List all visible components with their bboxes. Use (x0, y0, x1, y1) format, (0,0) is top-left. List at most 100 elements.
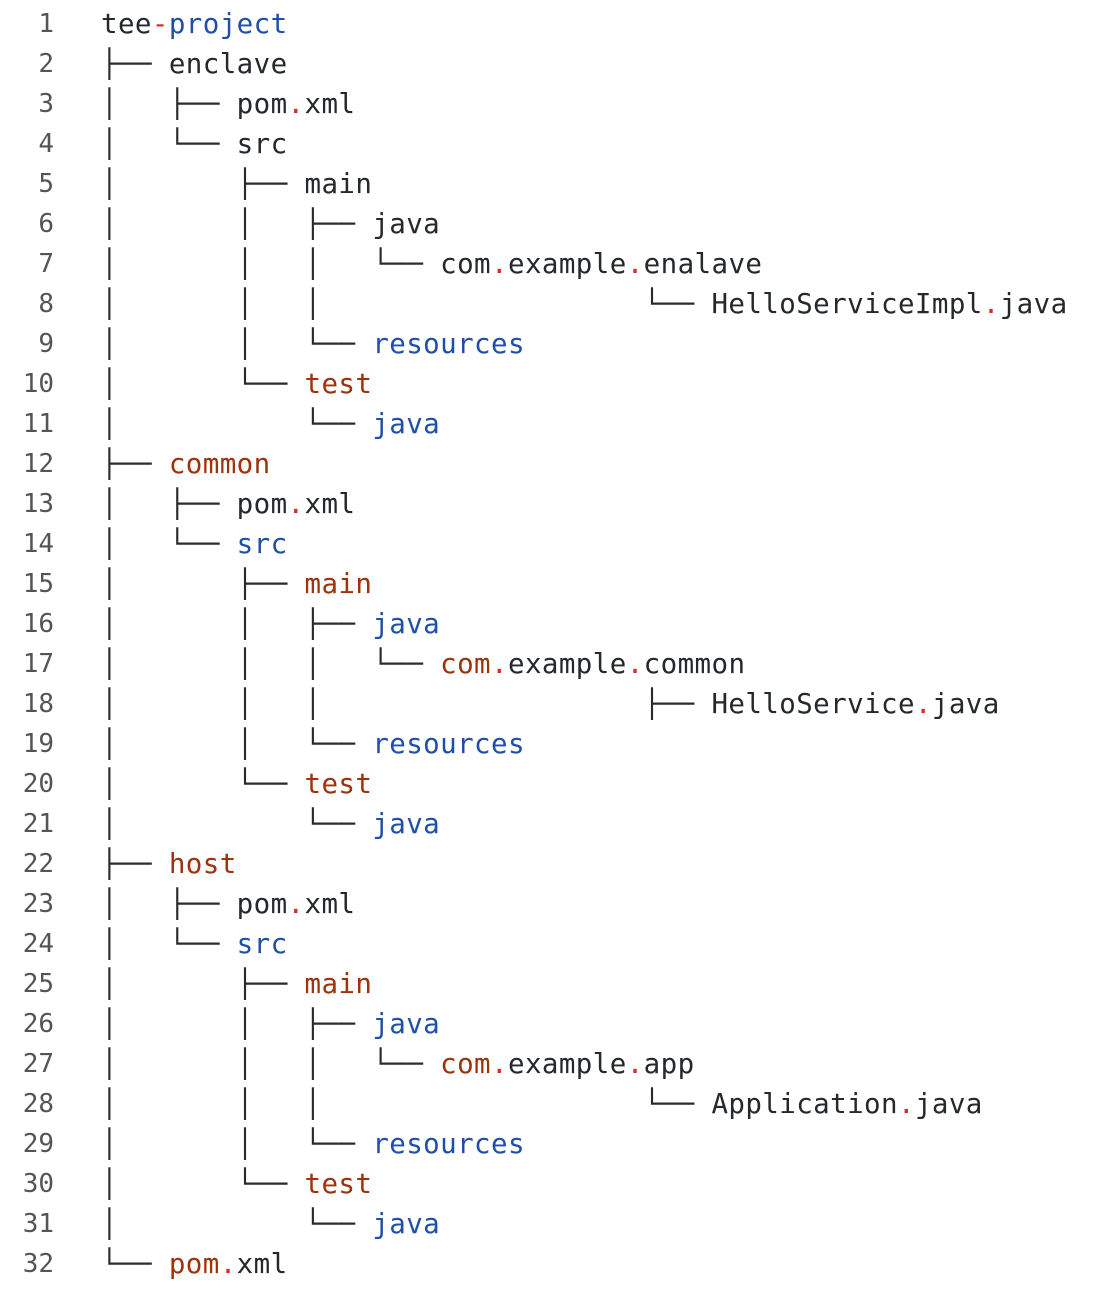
path-token: resources (372, 328, 525, 360)
path-token: java (372, 1008, 441, 1040)
tree-connector: │ ├── (101, 488, 237, 520)
line-number: 24 (22, 929, 54, 959)
path-token: java (372, 608, 441, 640)
line-text: │ └── java (101, 1204, 440, 1244)
line-number: 32 (22, 1249, 54, 1279)
tree-connector: │ │ ├── (101, 208, 373, 240)
path-token: test (304, 1168, 373, 1200)
line-number: 26 (22, 1009, 54, 1039)
code-line: 12├── common (0, 444, 1120, 484)
line-number: 10 (22, 369, 54, 399)
path-token: enalave (643, 248, 763, 280)
code-line: 1 tee-project (0, 4, 1120, 44)
tree-connector: │ └── (101, 128, 237, 160)
path-token: . (287, 488, 305, 520)
path-token: . (287, 88, 305, 120)
line-text: tee-project (101, 4, 288, 44)
path-token: main (304, 968, 373, 1000)
tree-connector: ├── (101, 848, 169, 880)
tree-connector: │ └── (101, 368, 305, 400)
path-token: tee (101, 8, 152, 40)
tree-connector: │ ├── (101, 968, 305, 1000)
path-token: app (643, 1048, 695, 1080)
line-number: 18 (22, 689, 54, 719)
tree-connector: │ └── (101, 1208, 373, 1240)
line-text: │ └── java (101, 404, 440, 444)
code-line: 11│ └── java (0, 404, 1120, 444)
line-text: │ │ │ └── com.example.common (101, 644, 745, 684)
line-number: 6 (38, 209, 54, 239)
line-text: │ ├── pom.xml (101, 484, 355, 524)
tree-connector: │ │ │ └── (101, 288, 712, 320)
path-token: example (507, 1048, 627, 1080)
path-token: pom (236, 88, 288, 120)
tree-connector: ├── (101, 48, 169, 80)
line-number: 7 (38, 249, 54, 279)
line-text: ├── enclave (101, 44, 288, 84)
path-token: test (304, 768, 373, 800)
path-token: . (491, 648, 508, 680)
path-token: xml (236, 1248, 288, 1280)
path-token: . (897, 1088, 915, 1120)
line-number: 21 (22, 809, 54, 839)
line-text: │ │ ├── java (101, 604, 440, 644)
path-token: common (643, 648, 746, 680)
code-line: 18 │ │ │ ├── HelloService.java (0, 684, 1120, 724)
code-line: 30│ └── test (0, 1164, 1120, 1204)
tree-connector: │ └── (101, 408, 373, 440)
line-number: 27 (22, 1049, 54, 1079)
line-number: 1 (38, 9, 54, 39)
line-text: │ │ └── resources (101, 324, 525, 364)
path-token: src (236, 928, 288, 960)
path-token: example (507, 248, 627, 280)
line-number: 22 (22, 849, 54, 879)
tree-connector: │ └── (101, 528, 237, 560)
path-token: java (372, 408, 441, 440)
path-token: xml (304, 488, 356, 520)
code-line: 16 │ │ ├── java (0, 604, 1120, 644)
code-line: 7│ │ │ └── com.example.enalave (0, 244, 1120, 284)
path-token: example (507, 648, 627, 680)
path-token: java (372, 208, 441, 240)
path-token: . (982, 288, 1000, 320)
line-number: 5 (38, 169, 54, 199)
line-text: │ └── test (101, 764, 372, 804)
tree-connector: │ │ └── (101, 328, 373, 360)
tree-connector: │ │ │ └── (101, 1048, 441, 1080)
tree-connector: │ ├── (101, 888, 237, 920)
line-number: 16 (22, 609, 54, 639)
line-number: 3 (38, 89, 54, 119)
code-line: 32 └── pom.xml (0, 1244, 1120, 1284)
path-token: java (999, 288, 1068, 320)
line-text: │ │ └── resources (101, 724, 525, 764)
line-text: │ └── src (101, 524, 288, 564)
code-line: 28│ │ │ └── Application.java (0, 1084, 1120, 1124)
path-token: HelloServiceImpl (711, 288, 983, 320)
line-text: │ ├── main (101, 164, 372, 204)
line-number: 31 (22, 1209, 54, 1239)
line-text: │ ├── pom.xml (101, 84, 355, 124)
path-token: . (914, 688, 932, 720)
tree-connector: ├── (101, 448, 169, 480)
path-token: main (304, 568, 373, 600)
code-line: 17│ │ │ └── com.example.common (0, 644, 1120, 684)
code-line: 14│ └── src (0, 524, 1120, 564)
line-number: 28 (22, 1089, 54, 1119)
line-text: │ │ │ ├── HelloService.java (101, 684, 1000, 724)
path-token: . (219, 1248, 237, 1280)
path-token: src (236, 128, 288, 160)
path-token: project (168, 8, 288, 40)
path-token: src (236, 528, 288, 560)
path-token: enclave (168, 48, 288, 80)
code-line: 2├── enclave (0, 44, 1120, 84)
line-text: └── pom.xml (101, 1244, 288, 1284)
line-text: │ └── test (101, 1164, 372, 1204)
code-line: 25│ ├── main (0, 964, 1120, 1004)
path-token: resources (372, 1128, 525, 1160)
line-number: 19 (22, 729, 54, 759)
tree-connector: │ │ └── (101, 1128, 373, 1160)
line-number: 8 (38, 289, 54, 319)
path-token: java (914, 1088, 983, 1120)
code-line: 31 │ └── java (0, 1204, 1120, 1244)
